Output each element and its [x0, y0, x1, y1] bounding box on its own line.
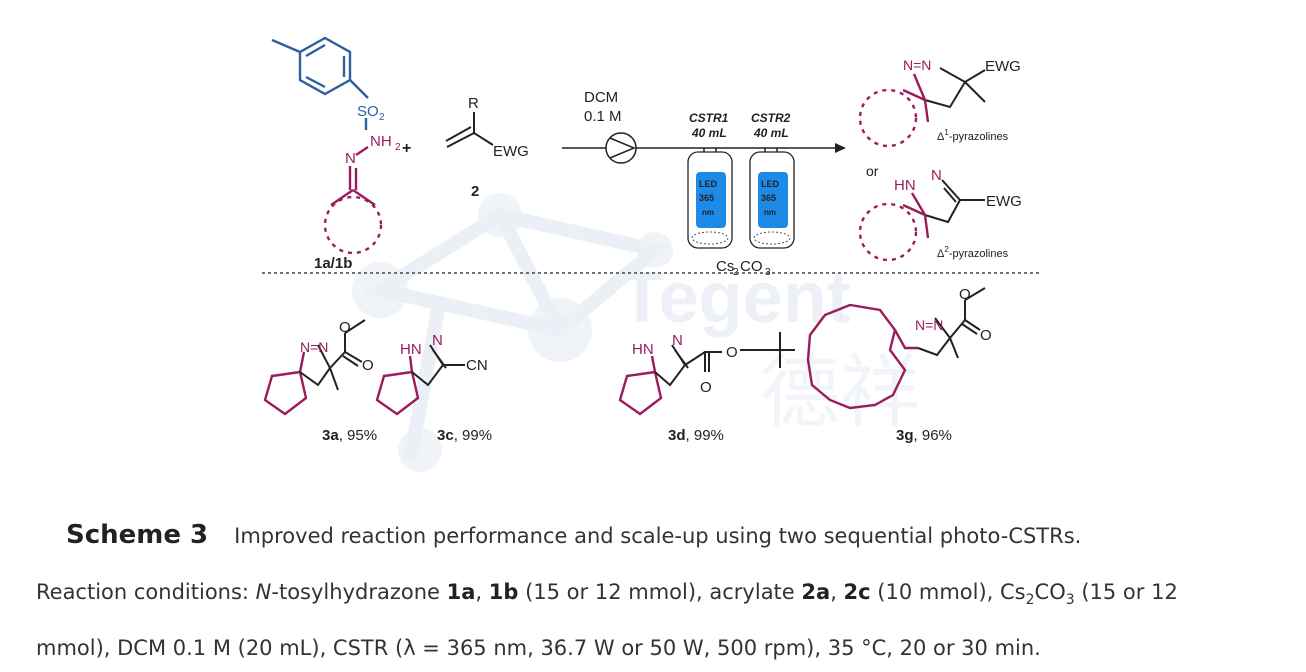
watermark-latin: Tegent [620, 258, 851, 338]
svg-text:O: O [726, 344, 738, 361]
example-3a: N=N O O 3a, 95% [263, 319, 377, 444]
svg-text:O: O [959, 286, 971, 303]
svg-text:N=N: N=N [300, 339, 328, 355]
pump-icon [605, 132, 637, 164]
example-3d: HN N O O 3d, 99% [618, 332, 795, 444]
product-delta2-pyrazoline: HN N EWG Δ2-pyrazolines [858, 167, 1022, 262]
svg-text:EWG: EWG [986, 193, 1022, 210]
svg-text:DCM: DCM [584, 89, 618, 106]
svg-text:Δ1-pyrazolines: Δ1-pyrazolines [937, 128, 1009, 143]
plus-sign: + [402, 140, 411, 157]
acrylate-2: R EWG 2 [445, 95, 529, 200]
svg-text:HN: HN [894, 177, 916, 194]
svg-text:40 mL: 40 mL [753, 126, 789, 140]
watermark: Tegent 德祥 [352, 193, 920, 472]
svg-text:3a, 95%: 3a, 95% [322, 427, 377, 444]
example-3c: HN N CN 3c, 99% [375, 332, 492, 444]
svg-text:nm: nm [764, 208, 776, 217]
svg-text:Δ2-pyrazolines: Δ2-pyrazolines [937, 245, 1009, 260]
svg-text:CSTR2: CSTR2 [751, 111, 791, 125]
svg-text:CO: CO [740, 258, 763, 275]
svg-text:N: N [672, 332, 683, 349]
caption-conditions: Reaction conditions: N-tosylhydrazone 1a… [36, 580, 1178, 609]
svg-text:2: 2 [379, 112, 385, 123]
svg-text:nm: nm [702, 208, 714, 217]
scheme-title: Improved reaction performance and scale-… [234, 524, 1082, 548]
svg-text:O: O [362, 357, 374, 374]
or-label: or [866, 163, 879, 179]
svg-text:NH: NH [370, 133, 392, 150]
svg-text:N: N [931, 167, 942, 184]
cstr1-reactor: LED 365 nm [687, 151, 733, 249]
svg-text:3c, 99%: 3c, 99% [437, 427, 492, 444]
svg-text:3d, 99%: 3d, 99% [668, 427, 724, 444]
svg-text:365: 365 [761, 193, 776, 203]
svg-text:EWG: EWG [493, 143, 529, 160]
svg-text:40 mL: 40 mL [691, 126, 727, 140]
svg-text:R: R [468, 95, 479, 112]
svg-text:N=N: N=N [915, 317, 943, 333]
svg-text:N=N: N=N [903, 57, 931, 73]
svg-text:EWG: EWG [985, 58, 1021, 75]
svg-text:N: N [432, 332, 443, 349]
scheme-label: Scheme 3 [66, 520, 209, 550]
svg-text:CSTR1: CSTR1 [689, 111, 729, 125]
svg-text:LED: LED [699, 179, 718, 189]
svg-text:O: O [980, 327, 992, 344]
svg-text:0.1 M: 0.1 M [584, 108, 622, 125]
cstr2-reactor: LED 365 nm [749, 151, 795, 249]
svg-text:N: N [345, 150, 356, 167]
svg-text:HN: HN [400, 341, 422, 358]
svg-text:Cs: Cs [716, 258, 734, 275]
svg-text:CN: CN [466, 357, 488, 374]
caption-title: Scheme 3 Improved reaction performance an… [66, 520, 1081, 550]
example-3g: N=N O O 3g, 96% [806, 286, 992, 444]
flow-setup: DCM 0.1 M CSTR1 40 mL CSTR2 40 mL LED 36… [562, 89, 846, 278]
svg-text:O: O [700, 379, 712, 396]
svg-text:HN: HN [632, 341, 654, 358]
compound-label: 1a/1b [314, 255, 352, 272]
product-delta1-pyrazoline: N=N EWG Δ1-pyrazolines [858, 57, 1021, 148]
svg-text:2: 2 [471, 183, 479, 200]
caption-conditions-cont: mmol), DCM 0.1 M (20 mL), CSTR (λ = 365 … [36, 636, 1041, 660]
svg-text:365: 365 [699, 193, 714, 203]
watermark-chinese: 德祥 [760, 348, 920, 437]
svg-text:O: O [339, 319, 351, 336]
svg-text:SO: SO [357, 103, 379, 120]
svg-text:LED: LED [761, 179, 780, 189]
svg-text:2: 2 [395, 142, 401, 153]
svg-text:3g, 96%: 3g, 96% [896, 427, 952, 444]
